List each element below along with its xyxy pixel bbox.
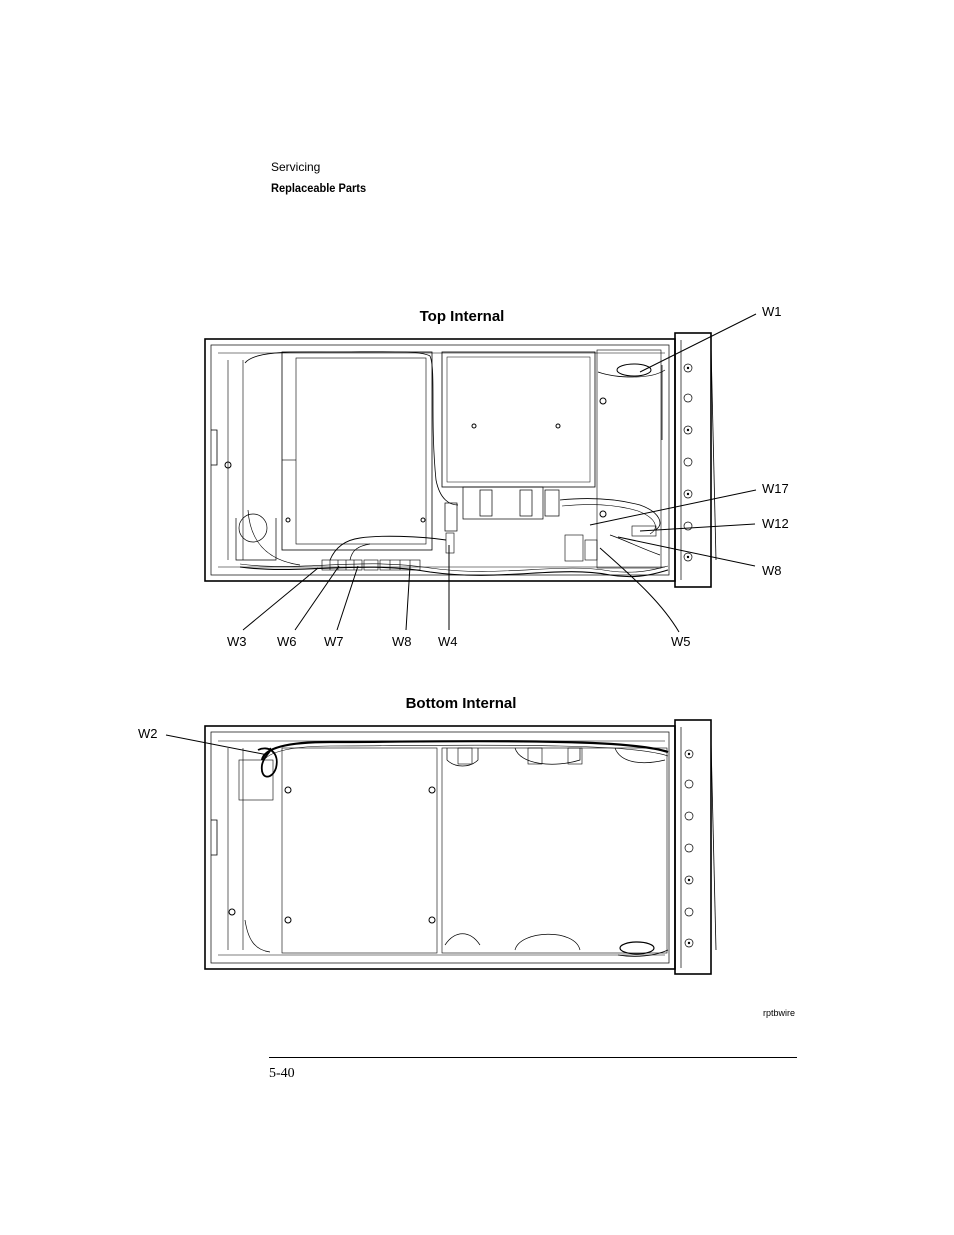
top-internal-view — [204, 313, 757, 633]
callout-w1: W1 — [762, 304, 782, 319]
callout-w2: W2 — [138, 726, 158, 741]
bottom-internal-view — [165, 719, 717, 975]
callout-w7: W7 — [324, 634, 344, 649]
callout-w4: W4 — [438, 634, 458, 649]
callout-w3: W3 — [227, 634, 247, 649]
bottom-internal-title: Bottom Internal — [406, 695, 517, 712]
callout-w5: W5 — [671, 634, 691, 649]
running-header-subsection: Replaceable Parts — [271, 181, 367, 195]
callout-w8-right: W8 — [762, 563, 782, 578]
callout-w12: W12 — [762, 516, 789, 531]
footer-rule — [269, 1057, 797, 1058]
callout-w8-bottom: W8 — [392, 634, 412, 649]
running-header-section: Servicing — [271, 160, 321, 174]
page-number: 5-40 — [269, 1066, 295, 1081]
top-internal-title: Top Internal — [420, 308, 505, 325]
callout-w17: W17 — [762, 481, 789, 496]
figure-id: rptbwire — [763, 1008, 795, 1018]
callout-w6: W6 — [277, 634, 297, 649]
